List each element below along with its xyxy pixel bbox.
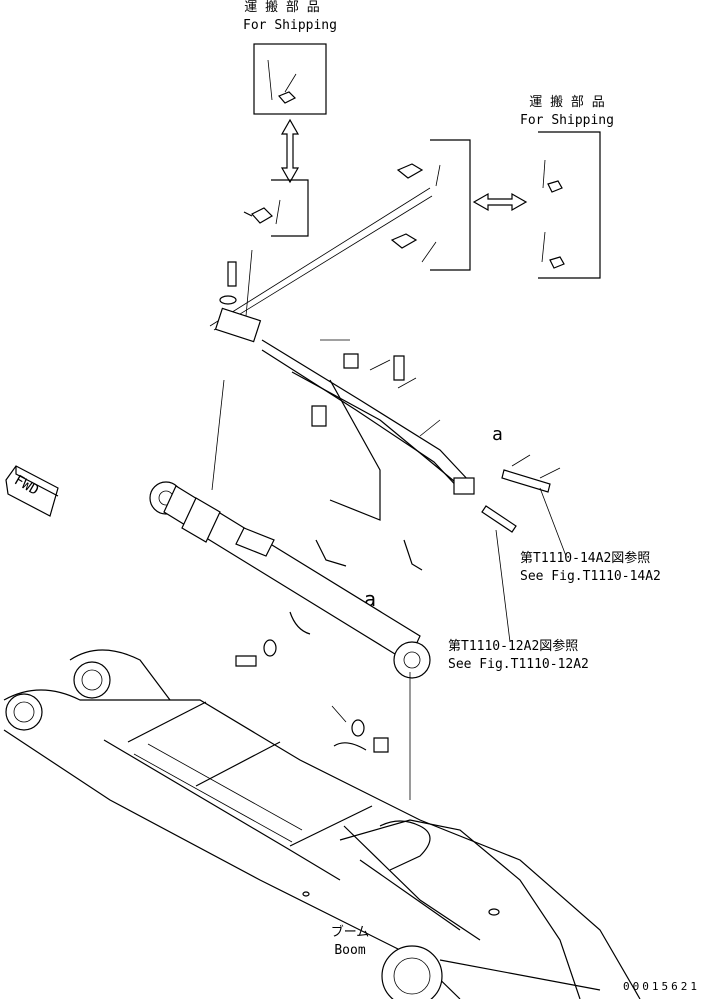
ref2-jp: 第T1110-12A2図参照 bbox=[448, 638, 578, 654]
shipping-callout-top: 運 搬 部 品 For Shipping bbox=[243, 0, 337, 237]
shipping-en-top: For Shipping bbox=[243, 18, 337, 33]
bolt-icon bbox=[393, 355, 405, 381]
elbow-fitting-icon bbox=[243, 207, 273, 224]
bolt-icon bbox=[227, 261, 237, 287]
detail-box-left bbox=[271, 179, 309, 237]
washer-icon bbox=[219, 295, 237, 305]
hydraulic-pipe bbox=[261, 339, 471, 483]
clip bbox=[403, 539, 423, 571]
drawing-number: 00015621 bbox=[623, 980, 700, 993]
bolt-icon bbox=[235, 655, 257, 667]
ref1-en: See Fig.T1110-14A2 bbox=[520, 569, 661, 584]
shipping-box-right bbox=[538, 131, 601, 279]
washer-icon bbox=[351, 719, 365, 737]
clip bbox=[315, 539, 347, 567]
double-arrow-horizontal bbox=[472, 192, 528, 212]
washer-icon bbox=[263, 639, 277, 657]
boom-pin-boss bbox=[73, 661, 111, 699]
band-clamp bbox=[333, 742, 367, 751]
shipping-jp-top: 運 搬 部 品 bbox=[244, 0, 319, 15]
hose-assembly bbox=[209, 187, 561, 533]
bolt-icon bbox=[343, 353, 359, 369]
flange bbox=[453, 477, 475, 495]
boom-pin-boss bbox=[5, 693, 43, 731]
plug-icon bbox=[547, 180, 563, 193]
valve-block bbox=[214, 307, 262, 343]
ref1-jp: 第T1110-14A2図参照 bbox=[520, 550, 650, 566]
double-arrow-vertical bbox=[280, 118, 300, 184]
fwd-arrow: FWD bbox=[5, 465, 59, 517]
boom-label-en: Boom bbox=[334, 943, 365, 958]
long-bolt-icon bbox=[501, 469, 551, 493]
detail-box-right bbox=[430, 139, 471, 271]
shipping-en-right: For Shipping bbox=[520, 113, 614, 128]
boom-foot-pin bbox=[381, 945, 443, 999]
cylinder-eye-bottom bbox=[393, 641, 431, 679]
cylinder-head bbox=[181, 497, 221, 543]
boom bbox=[3, 649, 641, 999]
elbow-fitting-icon bbox=[396, 163, 424, 179]
boom-label-jp: ブーム bbox=[331, 924, 370, 940]
clamp bbox=[235, 527, 275, 557]
lower-clamp-detail bbox=[331, 705, 389, 753]
shipping-box-top bbox=[253, 43, 327, 115]
shipping-callout-right: 運 搬 部 品 For Shipping bbox=[390, 95, 614, 279]
detail-marker-top: a bbox=[492, 424, 503, 445]
elbow-fitting-icon bbox=[390, 233, 418, 249]
band-clamp bbox=[289, 611, 311, 635]
long-bolt-icon bbox=[481, 505, 517, 533]
bolt-icon bbox=[373, 737, 389, 753]
hydraulic-cylinder bbox=[149, 379, 431, 800]
hydraulic-pipe bbox=[261, 349, 463, 493]
figure-references: 第T1110-14A2図参照 See Fig.T1110-14A2 第T1110… bbox=[448, 487, 661, 672]
plug-icon bbox=[549, 256, 565, 269]
shipping-jp-right: 運 搬 部 品 bbox=[529, 95, 604, 110]
plug-icon bbox=[277, 91, 297, 104]
bolt-icon bbox=[311, 405, 327, 427]
ref2-en: See Fig.T1110-12A2 bbox=[448, 657, 589, 672]
